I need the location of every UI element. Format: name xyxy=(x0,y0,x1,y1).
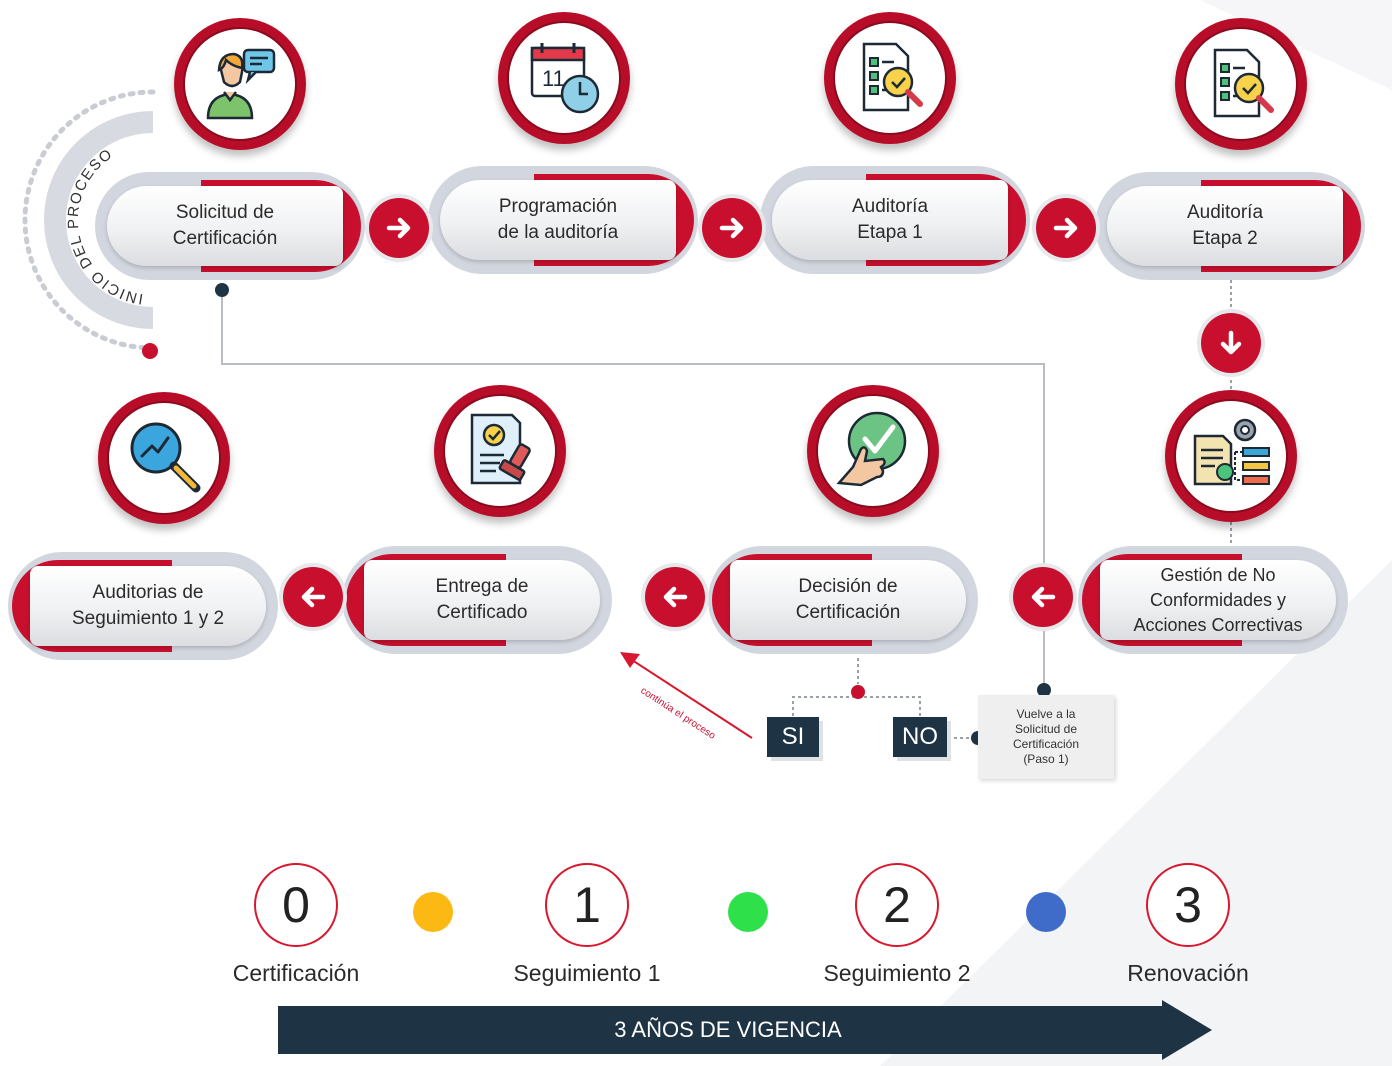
step-label: Auditoría Etapa 2 xyxy=(1107,186,1343,266)
svg-text:11: 11 xyxy=(542,66,565,91)
timeline-stage-label: Seguimiento 2 xyxy=(823,960,971,986)
step-label: Solicitud de Certificación xyxy=(107,186,343,266)
validity-arrow-bar xyxy=(278,1000,1212,1060)
hand-check-icon xyxy=(836,411,907,487)
timeline-stage-number: 0 xyxy=(254,863,338,947)
step-gestion-no-conformidades[interactable]: Gestión de No Conformidades y Acciones C… xyxy=(1078,546,1348,654)
timeline-stage-label: Certificación xyxy=(232,960,360,986)
step-label: Entrega de Certificado xyxy=(364,560,600,640)
step-auditorias-seguimiento[interactable]: Auditorias de Seguimiento 1 y 2 xyxy=(8,552,278,660)
timeline-dot-green xyxy=(728,892,768,932)
decision-yes-tag[interactable]: SI xyxy=(767,717,819,757)
step-icon-circle xyxy=(434,385,566,517)
step-decision[interactable]: Decisión de Certificación xyxy=(708,546,978,654)
step-auditoria-etapa-2[interactable]: Auditoría Etapa 2 xyxy=(1095,172,1365,280)
arrow-down-icon xyxy=(1201,313,1261,373)
step-icon-circle xyxy=(1165,390,1297,522)
arrow-left-icon xyxy=(1013,567,1073,627)
validity-label: 3 AÑOS DE VIGENCIA xyxy=(614,1017,842,1042)
step-icon-circle xyxy=(174,18,306,150)
start-marker-dot xyxy=(142,343,158,359)
decision-no-tag[interactable]: NO xyxy=(893,717,947,757)
step-icon-circle xyxy=(1175,18,1307,150)
return-note: Vuelve a la Solicitud de Certificación (… xyxy=(978,695,1114,779)
timeline-stage-number: 1 xyxy=(545,863,629,947)
timeline-stage-label: Seguimiento 1 xyxy=(513,960,661,986)
arrow-left-icon xyxy=(283,567,343,627)
continue-note: continúa el proceso xyxy=(638,685,717,742)
arrow-left-icon xyxy=(645,567,705,627)
step-entrega-certificado[interactable]: Entrega de Certificado xyxy=(342,546,612,654)
step-label: Gestión de No Conformidades y Acciones C… xyxy=(1100,560,1336,640)
gear-flowchart-icon xyxy=(1193,418,1270,486)
calendar-clock-icon: 11 xyxy=(530,43,600,114)
timeline-dot-blue xyxy=(1026,892,1066,932)
arrow-right-icon xyxy=(1036,198,1096,258)
step-label: Auditoría Etapa 1 xyxy=(772,180,1008,260)
arrow-right-icon xyxy=(369,198,429,258)
timeline-stage-number: 2 xyxy=(855,863,939,947)
checklist-magnifier-icon xyxy=(862,42,923,112)
step-icon-circle xyxy=(98,392,230,524)
step-auditoria-etapa-1[interactable]: Auditoría Etapa 1 xyxy=(760,166,1030,274)
step-solicitud[interactable]: Solicitud de Certificación xyxy=(95,172,365,280)
magnifier-chart-icon xyxy=(130,422,201,493)
timeline-stage-number: 3 xyxy=(1146,863,1230,947)
arrow-right-icon xyxy=(702,198,762,258)
step-icon-circle xyxy=(807,385,939,517)
step-icon-circle: 11 xyxy=(498,12,630,144)
step-label: Programación de la auditoría xyxy=(440,180,676,260)
step-label: Auditorias de Seguimiento 1 y 2 xyxy=(30,566,266,646)
checklist-magnifier-icon xyxy=(1213,48,1274,118)
timeline-dot-yellow xyxy=(413,892,453,932)
document-stamp-icon xyxy=(470,413,531,485)
step-label: Decisión de Certificación xyxy=(730,560,966,640)
person-chat-icon xyxy=(206,48,276,120)
timeline-stage-label: Renovación xyxy=(1127,960,1249,986)
step-icon-circle xyxy=(824,12,956,144)
step-programacion[interactable]: Programación de la auditoría xyxy=(428,166,698,274)
